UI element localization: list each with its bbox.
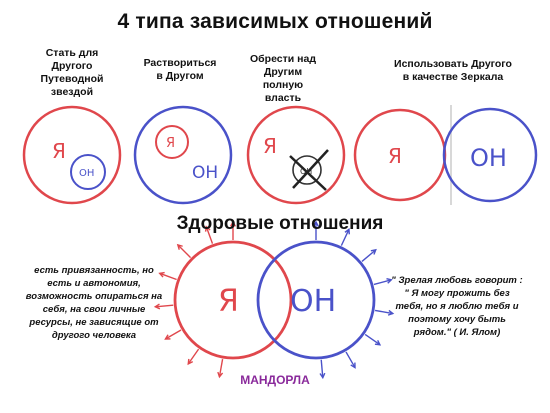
arrow-head xyxy=(153,303,161,310)
arrow-head xyxy=(164,334,171,340)
mandorla-label: МАНДОРЛА xyxy=(240,373,310,387)
arrow-head xyxy=(344,227,350,235)
arrow-shaft xyxy=(364,333,381,346)
caption-line: в Другом xyxy=(156,70,204,82)
arrow-head xyxy=(217,371,224,379)
type-1-ya-circle xyxy=(22,105,122,205)
arrow-shaft xyxy=(187,348,200,365)
text-line: возможность опираться на xyxy=(25,291,163,302)
text-line: есть привязанность, но xyxy=(34,265,154,276)
type-3-cross-stroke xyxy=(292,149,329,189)
type-4-ya-label: Я xyxy=(388,144,402,168)
arrow-shaft xyxy=(218,358,224,377)
arrow-head xyxy=(374,339,382,346)
caption-line: Путеводной xyxy=(40,73,104,85)
arrow-shaft xyxy=(165,329,182,340)
type-3-caption: Обрести над Другим полную власть xyxy=(243,53,323,105)
healthy-title: Здоровые отношения xyxy=(176,213,384,234)
arrow-shaft xyxy=(345,351,356,368)
type-1-on-label: ОН xyxy=(79,168,94,179)
arrow-shaft xyxy=(177,244,192,259)
quote-line: " Зрелая любовь говорит : xyxy=(391,275,523,286)
text-line: есть и автономия, xyxy=(47,278,141,289)
caption-line: Раствориться xyxy=(143,57,217,69)
page-title: 4 типа зависимых отношений xyxy=(117,10,433,33)
healthy-right-quote: " Зрелая любовь говорит : " Я могу прожи… xyxy=(372,274,542,339)
text-line: себя, на свои личные xyxy=(42,304,146,315)
arrow-head xyxy=(187,358,194,366)
arrow-shaft xyxy=(155,304,174,308)
text-line: другого человека xyxy=(51,330,137,341)
caption-line: Другим xyxy=(263,66,303,78)
caption-line: Обрести над xyxy=(250,53,316,65)
type-2-on-label: ОН xyxy=(192,163,218,183)
caption-line: Стать для xyxy=(45,47,99,59)
type-3-on-circle xyxy=(292,155,322,185)
type-1-ya-label: Я xyxy=(52,139,66,163)
type-2-ya-label: Я xyxy=(166,136,175,151)
arrow-shaft xyxy=(373,279,392,286)
healthy-left-text: есть привязанность, но есть и автономия,… xyxy=(5,264,183,342)
type-4-caption: Использовать Другого в качестве Зеркала xyxy=(378,58,528,84)
caption-line: Другого xyxy=(51,60,93,72)
blue-arrows xyxy=(312,220,395,380)
arrow-shaft xyxy=(205,226,214,244)
quote-line: поэтому хочу быть xyxy=(408,314,506,325)
arrow-head xyxy=(312,220,320,227)
arrow-head xyxy=(319,372,326,380)
type-2-ya-circle xyxy=(155,125,189,159)
caption-line: власть xyxy=(264,92,302,104)
healthy-on-circle xyxy=(256,240,376,360)
arrow-shaft xyxy=(320,359,324,378)
type-1-caption: Стать для Другого Путеводной звездой xyxy=(22,47,122,99)
type-1-on-circle xyxy=(70,154,106,190)
type-3-ya-circle xyxy=(246,105,346,205)
arrow-shaft xyxy=(374,309,393,315)
arrow-head xyxy=(176,243,183,250)
quote-line: " Я могу прожить без xyxy=(404,288,510,299)
type-2-on-circle xyxy=(133,105,233,205)
caption-line: Использовать Другого xyxy=(394,58,512,70)
type-4-on-circle xyxy=(442,107,538,203)
arrow-shaft xyxy=(159,272,177,281)
arrow-head xyxy=(387,309,395,316)
arrow-shaft xyxy=(361,249,377,262)
arrow-head xyxy=(158,271,165,278)
arrow-head xyxy=(386,277,393,284)
type-3-ya-label: Я xyxy=(263,134,277,158)
caption-line: в качестве Зеркала xyxy=(402,71,504,83)
text-line: ресурсы, не зависящие от xyxy=(29,317,159,328)
quote-line: тебя, но я люблю тебя и xyxy=(395,301,519,312)
arrow-head xyxy=(370,248,377,255)
type-2-caption: Раствориться в Другом xyxy=(130,57,230,83)
arrow-head xyxy=(204,225,211,232)
arrow-head xyxy=(229,220,237,227)
caption-line: звездой xyxy=(50,86,94,98)
quote-line: рядом." ( И. Ялом) xyxy=(413,327,501,338)
arrow-shaft xyxy=(340,229,350,246)
type-4-on-label: ОН xyxy=(470,144,507,172)
healthy-ya-circle xyxy=(173,240,293,360)
red-arrows xyxy=(153,220,237,379)
caption-line: полную xyxy=(262,79,304,91)
healthy-ya-label: Я xyxy=(218,284,239,319)
arrow-head xyxy=(350,362,356,369)
healthy-on-label: ОН xyxy=(290,284,336,319)
